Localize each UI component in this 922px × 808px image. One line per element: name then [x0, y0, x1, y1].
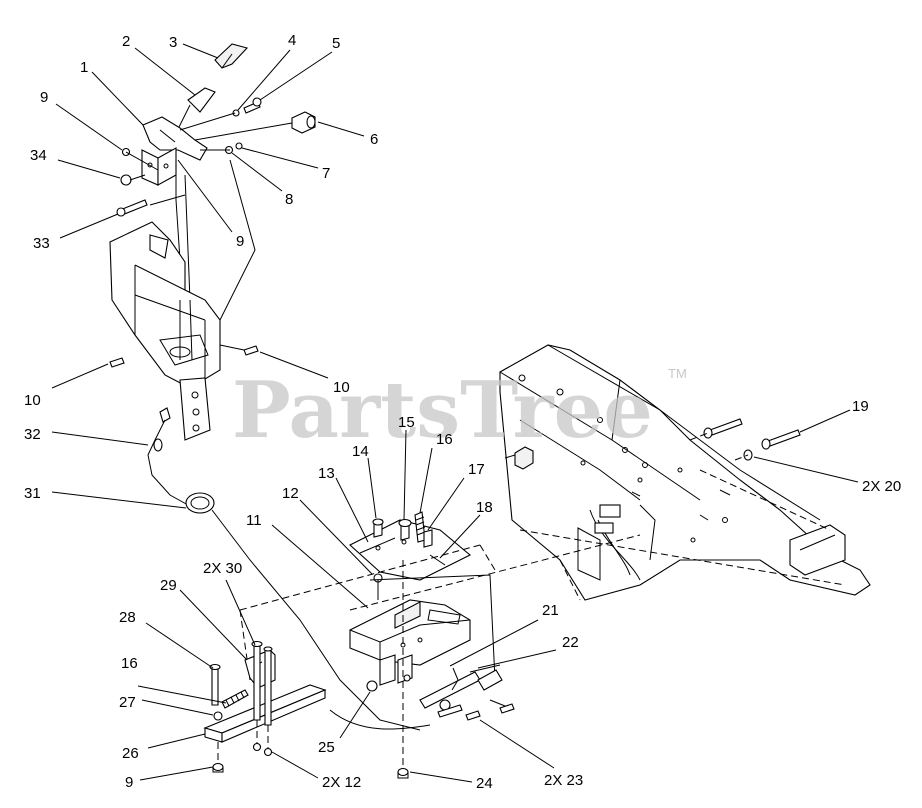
callout-9-middle: 9	[236, 233, 244, 250]
callout-9-lower: 9	[125, 774, 133, 791]
callout-27: 27	[119, 694, 136, 711]
callout-25: 25	[318, 739, 335, 756]
callout-32: 32	[24, 426, 41, 443]
callout-13: 13	[318, 465, 335, 482]
callout-2x-23: 2X 23	[544, 772, 583, 789]
callout-7: 7	[322, 165, 330, 182]
watermark: PartsTree TM	[232, 365, 687, 456]
callout-16-lower: 16	[121, 655, 138, 672]
callout-9-upper: 9	[40, 89, 48, 106]
callout-34: 34	[30, 147, 47, 164]
callout-33: 33	[33, 235, 50, 252]
watermark-trademark: TM	[668, 366, 687, 381]
leader-lines	[51, 43, 859, 783]
callout-10-right: 10	[333, 379, 350, 396]
callout-2x-30: 2X 30	[203, 560, 242, 577]
callout-8: 8	[285, 191, 293, 208]
watermark-text: PartsTree	[232, 365, 653, 456]
callout-17: 17	[468, 461, 485, 478]
callout-2: 2	[122, 33, 130, 50]
callout-3: 3	[169, 34, 177, 51]
callout-15: 15	[398, 414, 415, 431]
callout-19: 19	[852, 398, 869, 415]
callout-29: 29	[160, 577, 177, 594]
callout-4: 4	[288, 32, 296, 49]
lower-plate-assembly	[203, 640, 327, 773]
callout-24: 24	[476, 775, 493, 792]
callout-2x-20: 2X 20	[862, 478, 901, 495]
center-bracket-assembly	[239, 511, 515, 779]
callout-26: 26	[122, 745, 139, 762]
callout-28: 28	[119, 609, 136, 626]
callout-22: 22	[562, 634, 579, 651]
mower-frame	[349, 344, 871, 611]
callout-14: 14	[352, 443, 369, 460]
callout-labels: 1 2 3 4 5 6 7 8 9 9 9 34 33 10 10 32 31 …	[24, 32, 901, 792]
control-housing	[109, 221, 431, 731]
lever-assembly	[116, 43, 316, 331]
callout-6: 6	[370, 131, 378, 148]
callout-11: 11	[246, 512, 262, 529]
callout-10-left: 10	[24, 392, 41, 409]
callout-18: 18	[476, 499, 493, 516]
callout-1: 1	[80, 59, 88, 76]
callout-2x-12: 2X 12	[322, 774, 361, 791]
callout-12: 12	[282, 485, 299, 502]
callout-16-upper: 16	[436, 431, 453, 448]
callout-21: 21	[542, 602, 559, 619]
callout-5: 5	[332, 35, 340, 52]
callout-31: 31	[24, 485, 41, 502]
